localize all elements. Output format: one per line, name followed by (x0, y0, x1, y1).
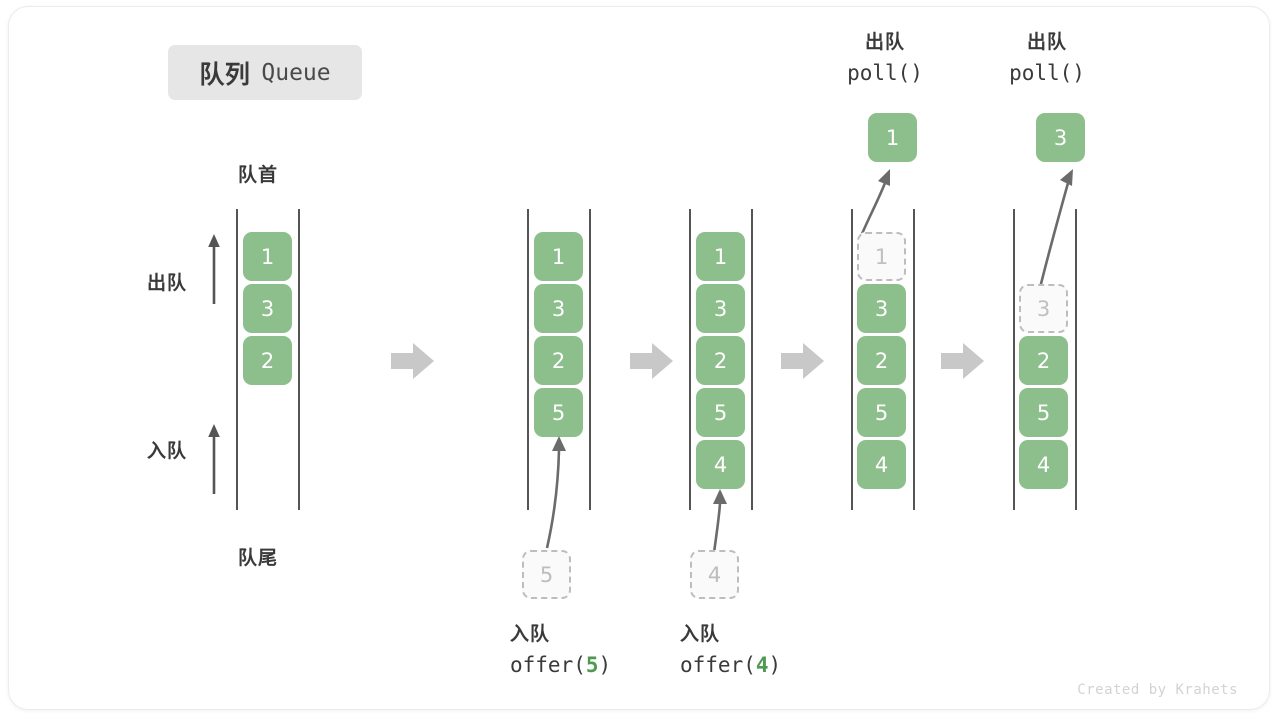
queue-rail-right (298, 209, 300, 510)
caption-poll-1: 出队 poll() (820, 28, 950, 89)
popped-cell: 3 (1036, 113, 1085, 162)
queue-cell: 1 (534, 232, 583, 281)
caption-cn: 入队 (510, 624, 551, 645)
queue-cell: 5 (857, 388, 906, 437)
queue-cell: 1 (243, 232, 292, 281)
queue-cell: 5 (534, 388, 583, 437)
enqueue-curve-arrow-icon (545, 436, 566, 549)
dequeue-up-arrow-icon (208, 234, 220, 304)
enqueue-curve-arrow-icon (712, 489, 727, 554)
caption-poll-3: 出队 poll() (982, 28, 1112, 89)
caption-code: poll() (847, 61, 923, 85)
queue-cell: 4 (1019, 440, 1068, 489)
title-en: Queue (261, 59, 331, 86)
queue-cell: 3 (243, 284, 292, 333)
queue-rail-left (851, 209, 853, 510)
queue-cell: 5 (1019, 388, 1068, 437)
ghost-cell: 3 (1019, 284, 1068, 333)
code-arg: 4 (755, 653, 769, 677)
title-cn: 队列 (199, 60, 251, 89)
label-dequeue-direction: 出队 (147, 273, 188, 294)
code-suffix: ) (768, 653, 782, 677)
queue-cell: 3 (696, 284, 745, 333)
code-prefix: offer( (510, 653, 586, 677)
code-arg: 5 (585, 653, 599, 677)
pending-enqueue-cell: 5 (522, 550, 571, 599)
queue-rail-right (589, 209, 591, 510)
caption-code: poll() (1009, 61, 1085, 85)
label-enqueue-direction: 入队 (147, 441, 188, 462)
queue-cell: 2 (243, 336, 292, 385)
queue-rail-right (1075, 209, 1077, 510)
dequeue-curve-arrow-icon (1036, 169, 1073, 297)
popped-cell: 1 (868, 113, 917, 162)
queue-cell: 2 (857, 336, 906, 385)
caption-code: offer(5) (462, 650, 632, 681)
step-arrow-icon (781, 343, 824, 379)
queue-cell: 1 (696, 232, 745, 281)
queue-cell: 4 (696, 440, 745, 489)
ghost-cell: 1 (857, 232, 906, 281)
step-arrow-icon (630, 343, 673, 379)
queue-cell: 4 (857, 440, 906, 489)
pending-enqueue-cell: 4 (690, 550, 739, 599)
code-suffix: ) (598, 653, 612, 677)
label-queue-tail: 队尾 (238, 548, 279, 569)
queue-cell: 3 (534, 284, 583, 333)
queue-rail-right (751, 209, 753, 510)
title-badge: 队列 Queue (168, 45, 362, 100)
caption-cn: 出队 (864, 32, 905, 53)
code-prefix: offer( (680, 653, 756, 677)
queue-cell: 2 (696, 336, 745, 385)
dequeue-curve-arrow-icon (857, 169, 890, 242)
queue-rail-left (689, 209, 691, 510)
caption-offer-4: 入队 offer(4) (632, 620, 802, 681)
queue-rail-left (1013, 209, 1015, 510)
queue-rail-left (236, 209, 238, 510)
queue-cell: 2 (1019, 336, 1068, 385)
queue-cell: 2 (534, 336, 583, 385)
queue-cell: 5 (696, 388, 745, 437)
caption-code: offer(4) (632, 650, 802, 681)
step-arrow-icon (941, 343, 984, 379)
queue-rail-left (527, 209, 529, 510)
watermark: Created by Krahets (1077, 682, 1238, 698)
queue-rail-right (913, 209, 915, 510)
caption-cn: 出队 (1026, 32, 1067, 53)
step-arrow-icon (391, 343, 434, 379)
queue-cell: 3 (857, 284, 906, 333)
caption-cn: 入队 (680, 624, 721, 645)
caption-offer-5: 入队 offer(5) (462, 620, 632, 681)
enqueue-up-arrow-icon (208, 424, 220, 494)
label-queue-head: 队首 (238, 165, 279, 186)
